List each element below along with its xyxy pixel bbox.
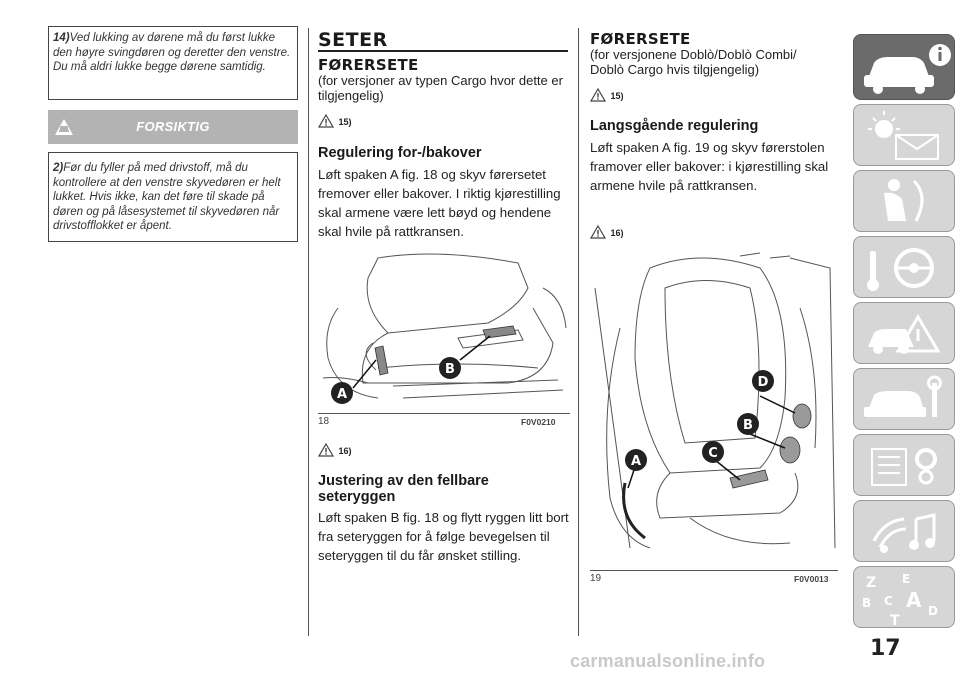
subheading-driver-seat-doblo: FØRERSETE bbox=[590, 30, 691, 48]
note-14: 14)Ved lukking av dørene må du først luk… bbox=[53, 32, 291, 73]
key-wheel-icon bbox=[867, 248, 934, 291]
accident-icon bbox=[868, 314, 941, 354]
figure-19-label-a: A bbox=[631, 454, 641, 469]
airbag-seat-icon bbox=[884, 179, 924, 222]
page-number: 17 bbox=[870, 636, 901, 661]
chapter-tab-service[interactable] bbox=[853, 368, 955, 430]
section-heading: SETER bbox=[318, 29, 388, 51]
warning-light-icon bbox=[868, 111, 939, 160]
svg-text:C: C bbox=[884, 594, 893, 608]
warning-icon bbox=[590, 87, 606, 102]
ref-16-col3: 16) bbox=[590, 223, 623, 241]
figure-19-rule bbox=[590, 570, 838, 571]
settings-list-icon bbox=[871, 448, 937, 486]
subtitle-cargo: (for versjoner av typen Cargo hvor dette… bbox=[318, 73, 563, 103]
section-text-backrest: Løft spaken B fig. 18 og flytt ryggen li… bbox=[318, 510, 569, 563]
figure-18-rule bbox=[318, 413, 570, 414]
heading-rule bbox=[318, 50, 568, 52]
column-divider-2 bbox=[578, 28, 579, 636]
ref-15: 15) bbox=[318, 112, 351, 130]
media-icon bbox=[872, 513, 936, 553]
section-text-longitudinal: Løft spaken A fig. 19 og skyv førerstole… bbox=[590, 140, 829, 193]
svg-text:D: D bbox=[928, 604, 938, 618]
svg-text:Z: Z bbox=[866, 575, 876, 591]
index-letters-icon: Z E B C A D T bbox=[862, 572, 938, 628]
warning-bar: FORSIKTIG bbox=[48, 110, 298, 144]
figure-label-b: B bbox=[445, 362, 455, 377]
figure-19-number: 19 bbox=[590, 573, 602, 584]
note-box-14: 14)Ved lukking av dørene må du først luk… bbox=[48, 26, 298, 100]
warning-icon bbox=[318, 442, 334, 457]
note-2: 2)Før du fyller på med drivstoff, må du … bbox=[53, 162, 281, 232]
warning-triangle-icon bbox=[55, 119, 73, 135]
chapter-tab-warning-lights[interactable] bbox=[853, 104, 955, 166]
svg-text:B: B bbox=[862, 596, 871, 610]
subtitle-doblo: (for versjonene Doblò/Doblò Combi/ Doblò… bbox=[590, 47, 797, 77]
warning-icon bbox=[590, 224, 606, 239]
figure-19-label-d: D bbox=[758, 375, 769, 390]
figure-19-label-c: C bbox=[708, 446, 718, 461]
figure-18-code: F0V0210 bbox=[521, 417, 556, 427]
column-divider-1 bbox=[308, 28, 309, 636]
section-title-backrest: Justering av den fellbare seteryggen bbox=[318, 473, 489, 505]
section-title-longitudinal: Langsgående regulering bbox=[590, 118, 759, 134]
subheading-driver-seat: FØRERSETE bbox=[318, 56, 419, 74]
svg-text:E: E bbox=[902, 572, 910, 586]
ref-16: 16) bbox=[318, 441, 351, 459]
figure-18: A B bbox=[318, 248, 570, 413]
chapter-tab-emergency[interactable] bbox=[853, 302, 955, 364]
chapter-tab-multimedia[interactable] bbox=[853, 500, 955, 562]
chapter-tab-technical[interactable] bbox=[853, 434, 955, 496]
seat-illustration-18: A B bbox=[322, 253, 567, 404]
chapter-tab-safety[interactable] bbox=[853, 170, 955, 232]
car-service-icon bbox=[864, 375, 942, 417]
warning-title: FORSIKTIG bbox=[136, 119, 210, 134]
ref-15-col3: 15) bbox=[590, 86, 623, 104]
chapter-tab-car-info[interactable] bbox=[853, 34, 955, 100]
figure-label-a: A bbox=[337, 387, 347, 402]
chapter-tab-index[interactable]: Z E B C A D T bbox=[853, 566, 955, 628]
svg-text:T: T bbox=[890, 613, 900, 628]
chapter-tab-driving[interactable] bbox=[853, 236, 955, 298]
section-title-fore-aft: Regulering for-/bakover bbox=[318, 145, 482, 161]
footer-watermark[interactable]: carmanualsonline.info bbox=[570, 651, 766, 671]
figure-19-label-b: B bbox=[743, 418, 753, 433]
car-info-icon bbox=[864, 44, 951, 94]
figure-19-code: F0V0013 bbox=[794, 574, 829, 584]
warning-icon bbox=[318, 113, 334, 128]
note-box-2: 2)Før du fyller på med drivstoff, må du … bbox=[48, 152, 298, 242]
section-text-fore-aft: Løft spaken A fig. 18 og skyv førersetet… bbox=[318, 167, 561, 239]
seat-illustration-19: A B C D bbox=[594, 252, 836, 549]
svg-text:A: A bbox=[906, 588, 922, 612]
figure-19: A B C D bbox=[590, 248, 838, 570]
figure-18-number: 18 bbox=[318, 416, 330, 427]
